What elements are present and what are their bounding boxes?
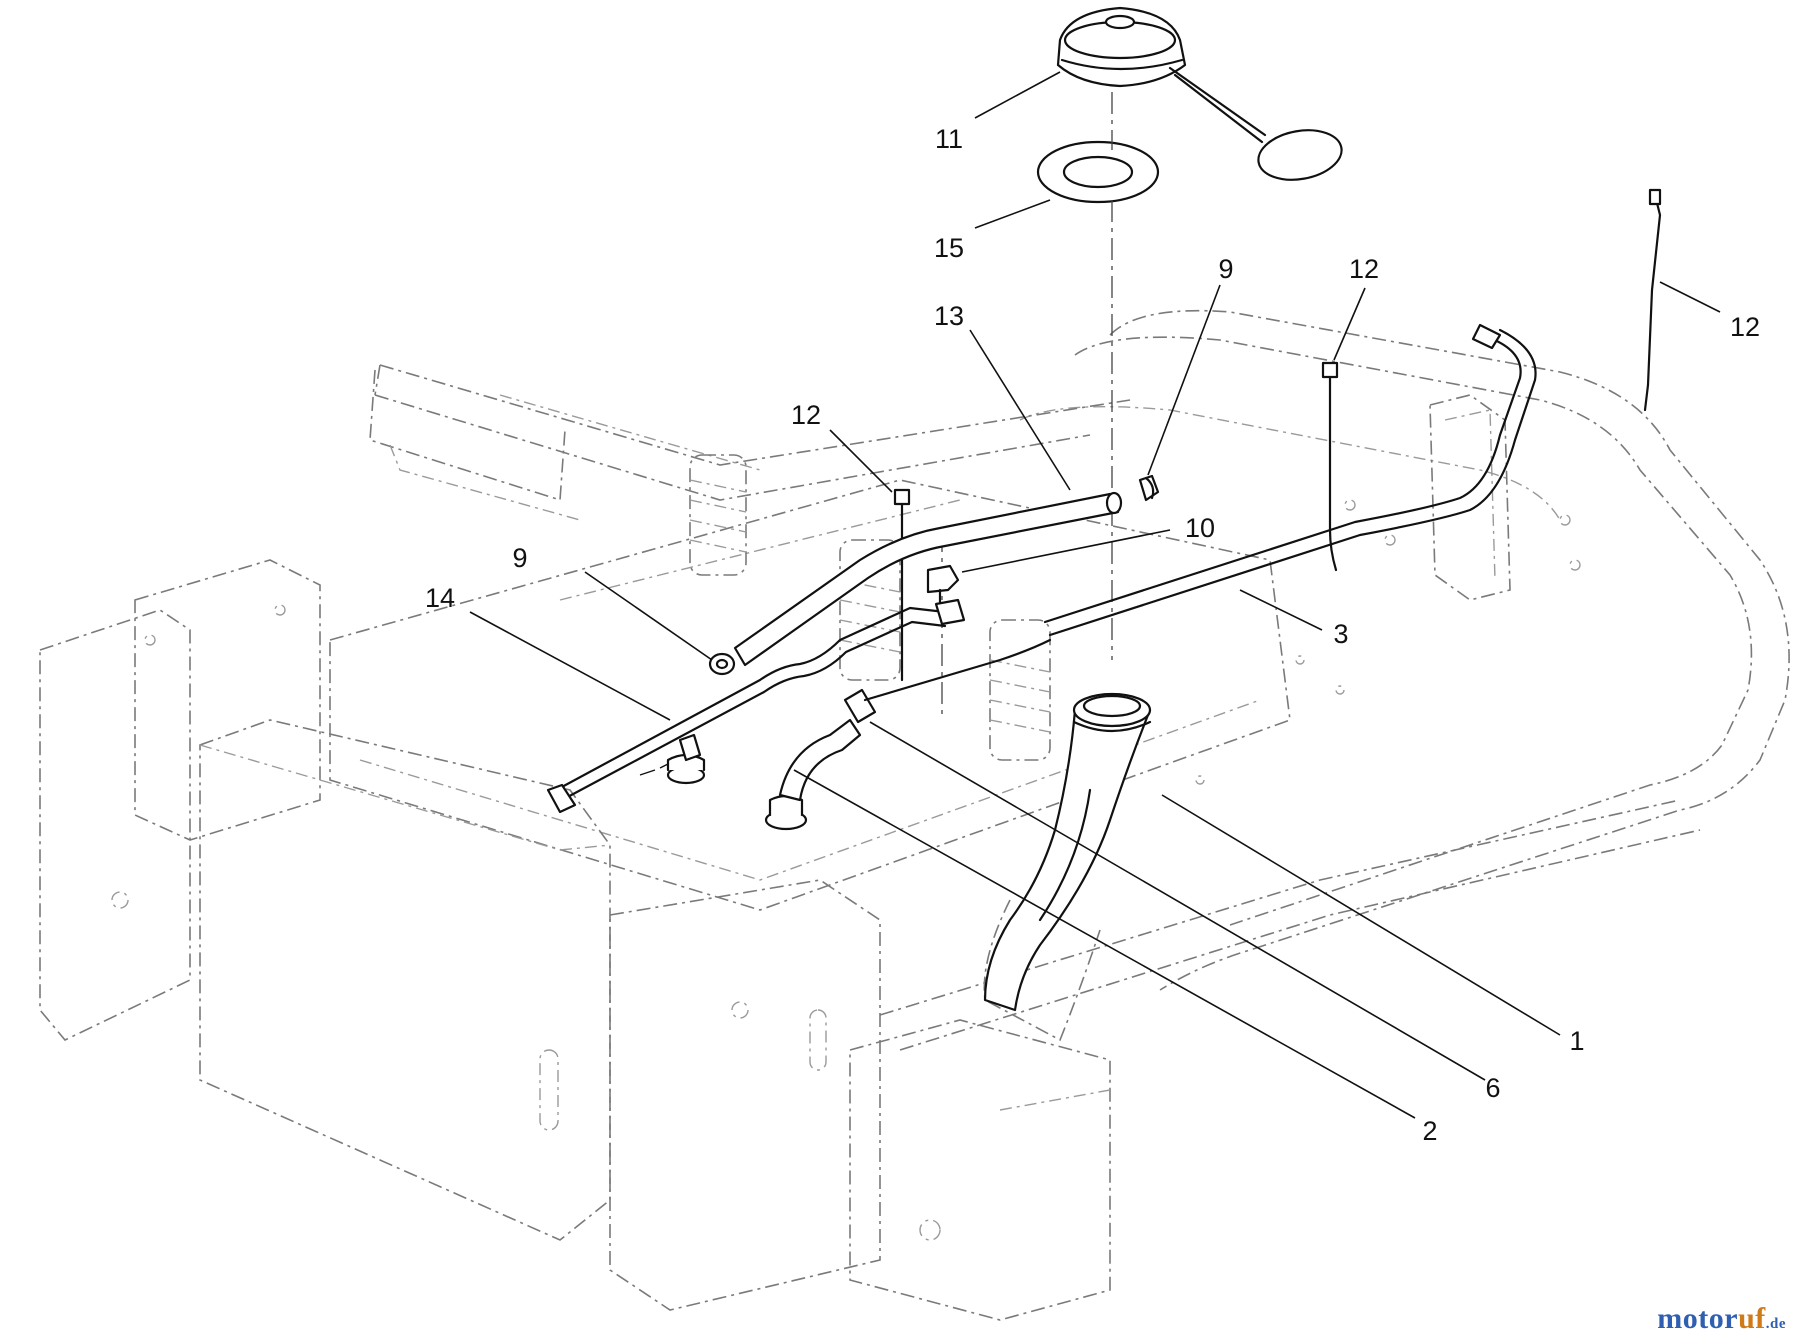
chassis-phantom (39, 309, 1790, 1321)
coil-spring-left (689, 454, 747, 576)
coil-spring-right (989, 619, 1051, 761)
hose-clamp-upper (1138, 474, 1160, 502)
coil-spring-middle (839, 539, 901, 681)
callout-6: 6 (1485, 1073, 1500, 1103)
leader-12b (1333, 287, 1366, 361)
cable-tie-left (893, 488, 911, 682)
callout-9-lower: 9 (512, 543, 527, 573)
leader-2 (793, 769, 1416, 1119)
cable-tie-right (1321, 361, 1339, 572)
callout-2: 2 (1422, 1116, 1437, 1146)
leader-9a (1147, 284, 1221, 476)
callout-3: 3 (1333, 619, 1348, 649)
bolt-bracket (926, 564, 966, 626)
leader-15 (974, 199, 1051, 229)
callout-14: 14 (425, 583, 455, 613)
callout-labels: 11 15 13 9 12 12 12 9 10 14 3 1 6 2 (425, 124, 1760, 1146)
callout-11: 11 (935, 124, 963, 154)
fuel-hose (733, 491, 1123, 667)
leader-12c (1659, 281, 1721, 313)
leader-10 (961, 529, 1171, 573)
callout-1: 1 (1569, 1026, 1584, 1056)
callout-10: 10 (1185, 513, 1215, 543)
gasket-ring (1036, 140, 1160, 204)
leader-6 (869, 721, 1486, 1081)
callout-15: 15 (934, 233, 964, 263)
fuel-cap-tether (1168, 66, 1343, 181)
callout-12-right: 12 (1730, 312, 1760, 342)
watermark-text-motor: motor (1657, 1302, 1739, 1335)
leader-9b (584, 571, 713, 661)
leader-13 (969, 329, 1071, 491)
watermark-text-uf: uf (1738, 1302, 1766, 1335)
watermark-text-domain: .de (1765, 1316, 1786, 1332)
callout-9-upper: 9 (1218, 254, 1233, 284)
leader-1 (1161, 794, 1561, 1036)
elbow-hose (778, 638, 1052, 802)
callout-12-left: 12 (791, 400, 821, 430)
callout-12-middle: 12 (1349, 254, 1379, 284)
fuel-cap (1056, 6, 1187, 88)
site-watermark: motoruf.de (1657, 1302, 1786, 1336)
leader-14 (469, 611, 671, 721)
vent-hose (1043, 323, 1537, 637)
cable-tie-loose (1643, 188, 1662, 412)
leader-lines (469, 71, 1721, 1119)
leader-3 (1239, 589, 1323, 631)
filler-neck (983, 692, 1152, 1012)
hose-clamp-lower (708, 652, 736, 676)
leader-12a (829, 429, 893, 493)
leader-11 (974, 71, 1061, 119)
callout-13: 13 (934, 301, 964, 331)
fuel-fitting (666, 733, 706, 785)
